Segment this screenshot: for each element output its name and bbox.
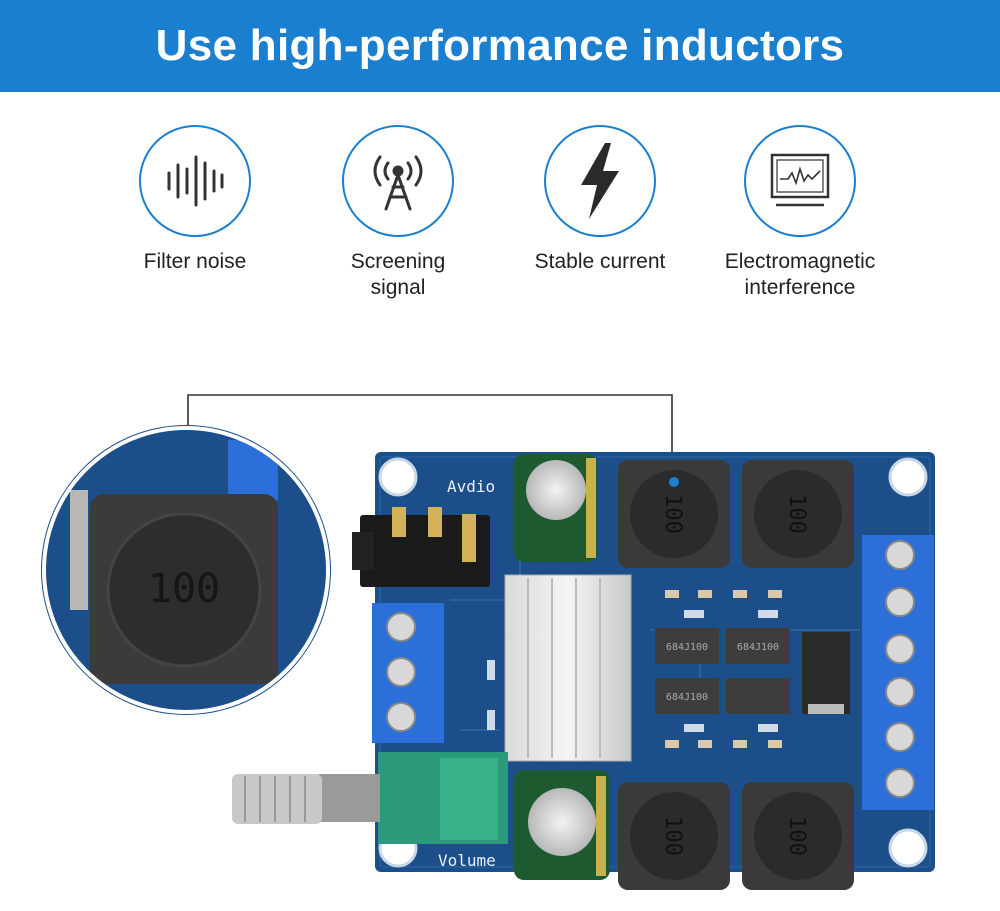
monitor-waveform-icon [770,153,830,207]
feature-label: Screening signal [350,250,446,299]
smd-components: 684J100 684J100 684J100 [487,590,850,748]
sound-wave-icon [167,155,224,207]
board-volume-label: Volume [438,851,496,870]
feature-stable-current: Stable current [500,125,700,275]
volume-potentiometer [232,752,508,844]
feature-label: Filter noise [143,250,247,273]
amplifier-board-illustration: Avdio Volume [41,394,935,890]
inductor-bottom-right: 100 [742,782,854,890]
inductor-bottom-left: 100 [618,782,730,890]
feature-circle [342,125,454,237]
capacitor-top [514,454,598,562]
output-terminal-block [862,535,934,810]
capacitor-bottom [514,770,610,880]
inductor-code-zoom: 100 [148,566,220,612]
feature-circle [744,125,856,237]
input-terminal-block [372,603,444,743]
inductor-top-left: 100 [618,460,730,568]
board-audio-label: Avdio [447,477,495,496]
inductor-top-right: 100 [742,460,854,568]
product-image: Avdio Volume [0,300,1000,906]
page-title: Use high-performance inductors [155,21,845,70]
component-code: 684J100 [666,692,708,703]
inductor-code: 100 [660,816,685,856]
feature-electromagnetic-interference: Electromagnetic interference [700,125,900,301]
feature-label: Electromagnetic interference [724,250,876,299]
feature-filter-noise: Filter noise [95,125,295,275]
lightning-bolt-icon [581,143,619,219]
audio-jack [352,507,490,587]
feature-label: Stable current [534,250,666,273]
component-code: 684J100 [666,642,708,653]
inductor-code: 100 [660,494,685,534]
feature-screening-signal: Screening signal [298,125,498,301]
feature-circle [544,125,656,237]
signal-tower-icon [373,155,423,211]
heatsink [504,574,632,762]
component-code: 684J100 [737,642,779,653]
inductor-code: 100 [784,494,809,534]
inductor-zoom-circle: 100 [41,425,331,715]
title-banner: Use high-performance inductors [0,0,1000,92]
inductor-code: 100 [784,816,809,856]
feature-circle [139,125,251,237]
